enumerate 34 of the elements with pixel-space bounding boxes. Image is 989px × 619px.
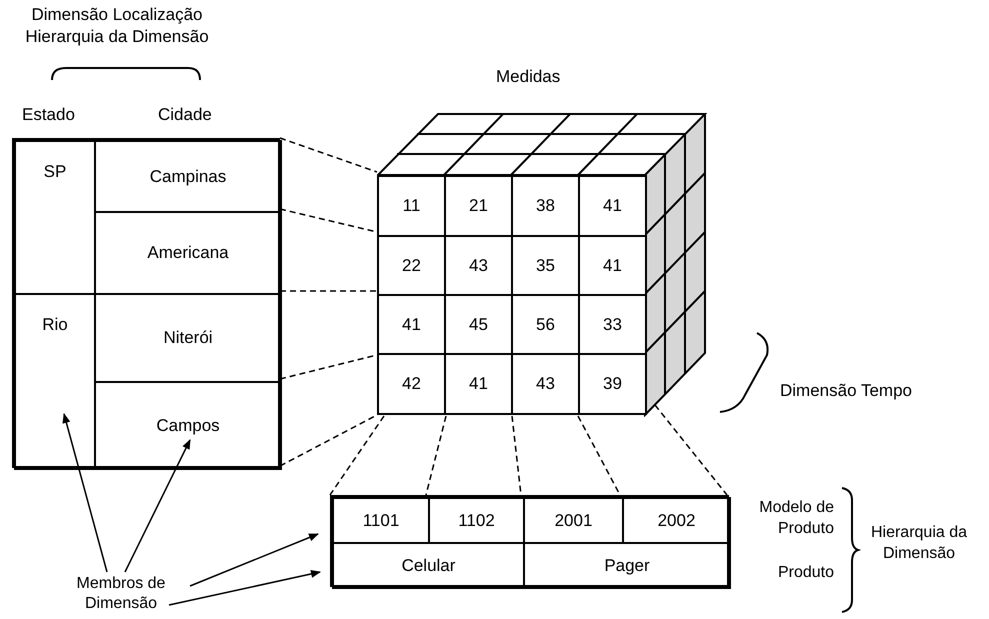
table-cell: Celular — [332, 542, 525, 589]
projection-line — [425, 416, 447, 496]
cube-cell: 42 — [377, 353, 446, 415]
projection-line — [329, 416, 385, 496]
table-cell: 2002 — [622, 497, 731, 544]
table-cell: Campos — [94, 381, 282, 470]
cube-cell: 11 — [377, 175, 446, 237]
label-text: Dimensão Localização — [30, 4, 204, 26]
label-text: Produto — [776, 563, 834, 583]
table-cell: 1101 — [332, 497, 430, 544]
arrow — [190, 533, 319, 587]
cube-cell: 41 — [578, 175, 647, 237]
table-cell: SP — [14, 140, 96, 295]
projection-line — [280, 137, 378, 173]
arrow — [168, 570, 321, 606]
label-text: Dimensão Tempo — [780, 380, 912, 402]
label-text: Medidas — [496, 66, 560, 88]
label-text: Hierarquia da Dimensão — [870, 523, 968, 564]
table-frame — [12, 138, 280, 468]
arrow — [124, 439, 191, 572]
label-text: Estado — [22, 104, 75, 126]
label-text: Cidade — [158, 104, 212, 126]
table-cell: Pager — [523, 542, 731, 589]
projection-line — [577, 416, 621, 496]
table-cell: Rio — [14, 293, 96, 470]
arrow — [62, 413, 108, 572]
table-cell: Campinas — [94, 140, 282, 213]
table-frame — [330, 495, 729, 587]
label-text: Hierarquia da Dimensão — [24, 26, 210, 48]
annotation-text: Membros de Dimensão — [55, 574, 187, 618]
projection-line — [280, 290, 377, 292]
cube-cell: 39 — [578, 353, 647, 415]
projection-line — [654, 404, 728, 496]
label-text: Modelo de Produto — [758, 498, 834, 539]
